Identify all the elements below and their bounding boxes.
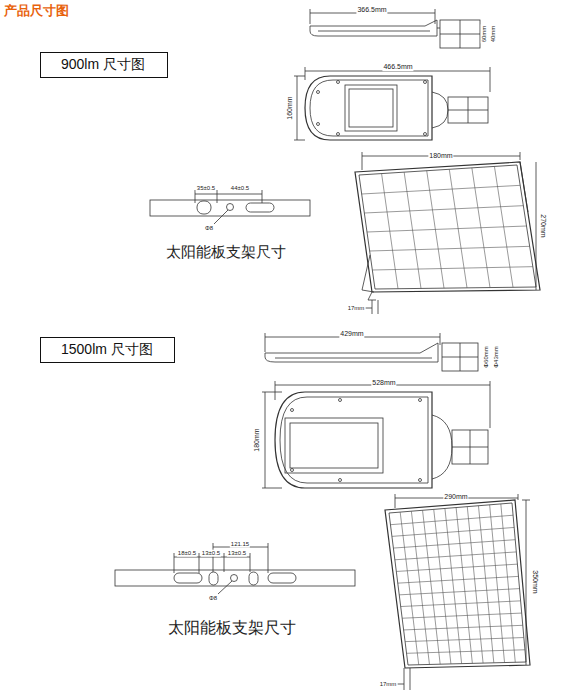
cell-line [405,638,524,642]
lamp-top-view [262,381,490,488]
figure-caption: 太阳能板支架尺寸 [165,244,287,261]
cell-grid [362,166,533,664]
dimension-label: 44±0.5 [230,185,250,192]
dimension-label: 290mm [443,493,468,501]
cell-line [393,540,515,548]
cell-line [370,246,530,251]
section-heading: 1500lm 尺寸图 [61,341,153,357]
cell-line [404,625,523,630]
lamp-side-view [265,333,478,371]
section-heading-box: 1500lm 尺寸图 [40,337,175,363]
dimension-label: 17mm [379,681,398,688]
cell-line [402,613,522,618]
cell-line [364,206,523,213]
lamp-side-view [310,9,480,48]
dimension-label: Φ60mm [483,345,490,368]
section-heading-box: 900lm 尺寸图 [40,52,168,78]
dimension-label: 180mm [253,427,261,452]
figure-caption: 太阳能板支架尺寸 [167,619,297,637]
dimension-label: 528mm [371,379,396,387]
dimension-label: 13±0.5 [201,550,221,557]
panel-bracket [150,190,310,224]
section-heading: 900lm 尺寸图 [61,56,145,72]
dimension-label: 429mm [339,330,364,338]
page-title: 产品尺寸图 [4,4,69,18]
cell-line [395,552,516,560]
dimension-label: 466.5mm [382,63,413,71]
lamp-top-view [294,67,490,140]
cell-line [399,589,519,595]
cell-line [392,527,514,536]
cell-line [401,601,521,607]
cell-line [398,576,519,583]
cell-line [362,185,521,194]
dimension-label: 40mm [490,25,497,44]
dimension-label: Φ8 [208,595,218,602]
dimension-label: 160mm [286,95,294,120]
dimension-label: 60mm [481,25,488,44]
solar-panel [355,152,540,314]
dimension-label: 121.15 [230,541,250,548]
dimension-label: Φ43mm [493,345,500,368]
dimension-label: 35±0.5 [196,185,216,192]
cell-line [396,564,517,571]
dimension-label: 350mm [531,569,539,594]
cell-line [372,267,533,270]
dimension-label: 18±0.5 [177,550,197,557]
dimension-label: 17mm [347,305,366,312]
dimension-label: 13±0.5 [227,550,247,557]
cell-line [367,226,527,232]
dimension-label: 366.5mm [356,6,387,14]
dimension-label: Φ8 [204,225,214,232]
solar-panel [385,494,530,690]
panel-bracket [115,543,355,594]
cell-line [407,650,525,654]
cell-line [390,515,513,524]
dimension-label: 180mm [428,152,453,160]
dimension-label: 270mm [539,213,547,238]
